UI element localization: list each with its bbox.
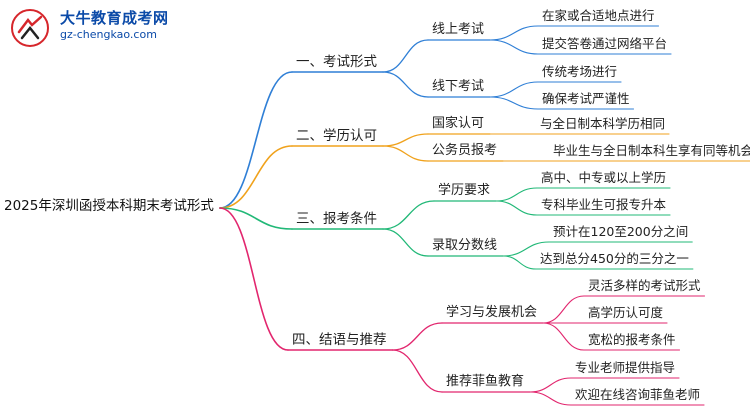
leaf-text: 灵活多样的考试形式 — [588, 278, 701, 293]
leaf-text: 欢迎在线咨询菲鱼老师 — [575, 387, 701, 402]
logo-brand-text: 大牛教育成考网 — [60, 9, 169, 27]
topic-national-recognition: 国家认可 — [432, 116, 485, 131]
topic-connector — [382, 133, 429, 147]
leaf-text: 宽松的报考条件 — [588, 332, 676, 347]
leaf-text: 提交答卷通过网络平台 — [542, 36, 668, 51]
leaf-connector — [529, 391, 572, 406]
leaf-text: 确保考试严谨性 — [542, 91, 630, 106]
leaf-connector — [502, 241, 550, 257]
leaf-text: 高中、中专或以上学历 — [541, 170, 667, 185]
leaf-connector — [542, 295, 585, 324]
topic-education-requirement: 学历要求 — [438, 183, 491, 198]
branch-connector — [219, 207, 293, 230]
topic-offline-exam: 线下考试 — [432, 79, 485, 94]
leaf-connector — [495, 187, 538, 202]
leaf-text: 与全日制本科学历相同 — [540, 116, 666, 131]
logo-mark-icon — [11, 9, 49, 47]
site-logo[interactable]: 大牛教育成考网 gz-chengkao.com — [6, 4, 206, 50]
topic-connector — [382, 228, 429, 257]
leaf-text: 传统考场进行 — [542, 64, 618, 79]
topic-connector — [391, 322, 443, 351]
leaf-text: 达到总分450分的三分之一 — [540, 251, 689, 266]
leaf-text: 预计在120至200分之间 — [553, 224, 689, 239]
logo-url-text: gz-chengkao.com — [60, 28, 157, 41]
leaf-text: 高学历认可度 — [588, 305, 664, 320]
topic-connector — [382, 71, 429, 98]
topic-civil-service: 公务员报考 — [432, 143, 498, 158]
leaf-text: 专科毕业生可报专升本 — [541, 197, 667, 212]
branch-exam-format: 一、考试形式 — [296, 54, 377, 70]
branch-conclusion: 四、结语与推荐 — [292, 332, 387, 348]
branch-degree-recognition: 二、学历认可 — [296, 128, 377, 144]
topic-recommend-feiyu: 推荐菲鱼教育 — [446, 374, 525, 389]
root-topic: 2025年深圳函授本科期末考试形式 — [4, 198, 214, 214]
leaf-connector — [489, 81, 539, 98]
branch-requirements: 三、报考条件 — [296, 211, 377, 227]
leaf-text: 专业老师提供指导 — [575, 360, 676, 375]
topic-connector — [391, 349, 443, 393]
branch-connector — [219, 71, 293, 209]
leaf-connector — [489, 39, 539, 55]
leaf-text: 在家或合适地点进行 — [542, 8, 655, 23]
leaf-connector — [495, 200, 538, 216]
leaf-connector — [489, 25, 539, 41]
branch-connector — [219, 145, 293, 209]
topic-connector — [382, 39, 429, 73]
branch-connector — [219, 207, 289, 351]
leaf-text: 毕业生与全日制本科生享有同等机会 — [553, 143, 750, 158]
leaf-connector — [529, 377, 572, 393]
topic-learning-opportunity: 学习与发展机会 — [446, 305, 538, 320]
topic-admission-score: 录取分数线 — [432, 238, 498, 253]
topic-connector — [382, 145, 429, 162]
leaf-connector — [542, 322, 585, 351]
topic-online-exam: 线上考试 — [432, 22, 485, 37]
leaf-connector — [502, 255, 537, 270]
leaf-connector — [489, 96, 539, 110]
topic-connector — [382, 200, 435, 230]
